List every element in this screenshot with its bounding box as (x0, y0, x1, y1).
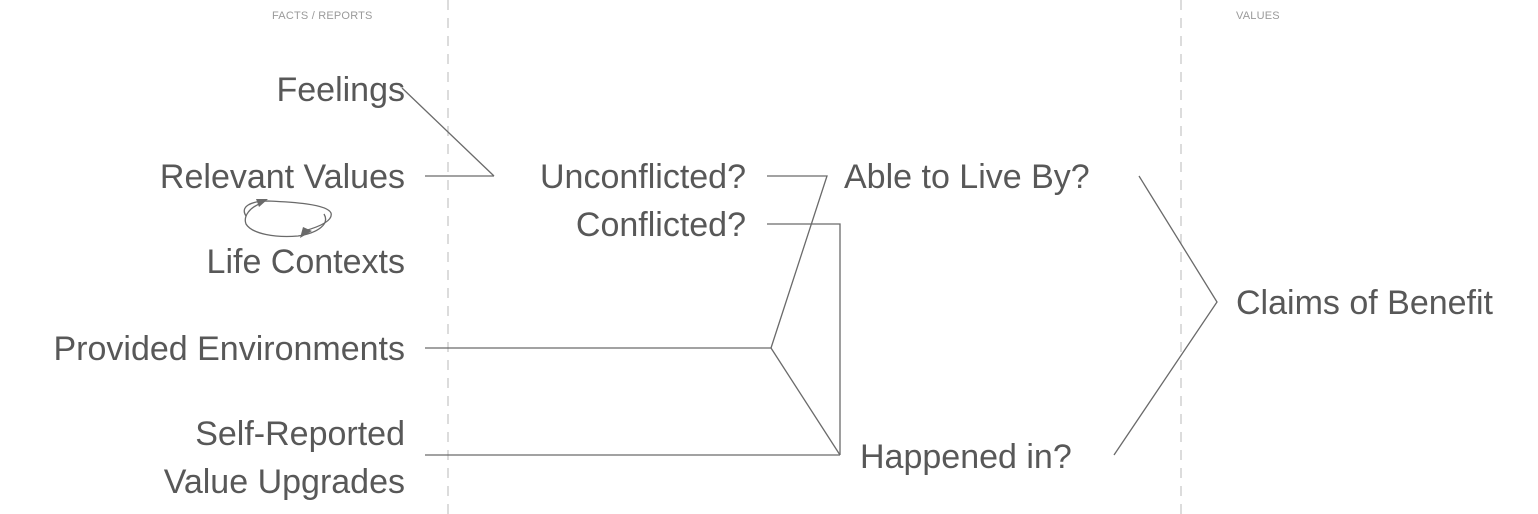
node-feelings: Feelings (276, 71, 405, 109)
node-life-contexts: Life Contexts (206, 243, 405, 281)
node-claims-of-benefit: Claims of Benefit (1236, 284, 1493, 322)
cycle-arrows-icon (243, 199, 332, 238)
facts-reports-header: FACTS / REPORTS (272, 10, 373, 22)
connector-to-claims (1113, 175, 1218, 456)
node-relevant-values: Relevant Values (159, 158, 405, 196)
node-happened-in: Happened in? (860, 438, 1072, 476)
node-provided-environments: Provided Environments (53, 330, 405, 368)
node-conflicted: Conflicted? (575, 206, 746, 244)
connector-conflicted-to-happened (767, 223, 841, 455)
node-able-to-live-by: Able to Live By? (844, 158, 1090, 196)
connector-unconflicted-to-able (767, 175, 828, 349)
values-header: VALUES (1236, 10, 1280, 22)
connector-environments-to-happened (770, 347, 841, 456)
node-self-reported-line1: Self-Reported (195, 415, 405, 453)
connector-feelings-to-unconflicted (401, 87, 495, 177)
node-self-reported-line2: Value Upgrades (163, 463, 405, 501)
node-unconflicted: Unconflicted? (539, 158, 746, 196)
